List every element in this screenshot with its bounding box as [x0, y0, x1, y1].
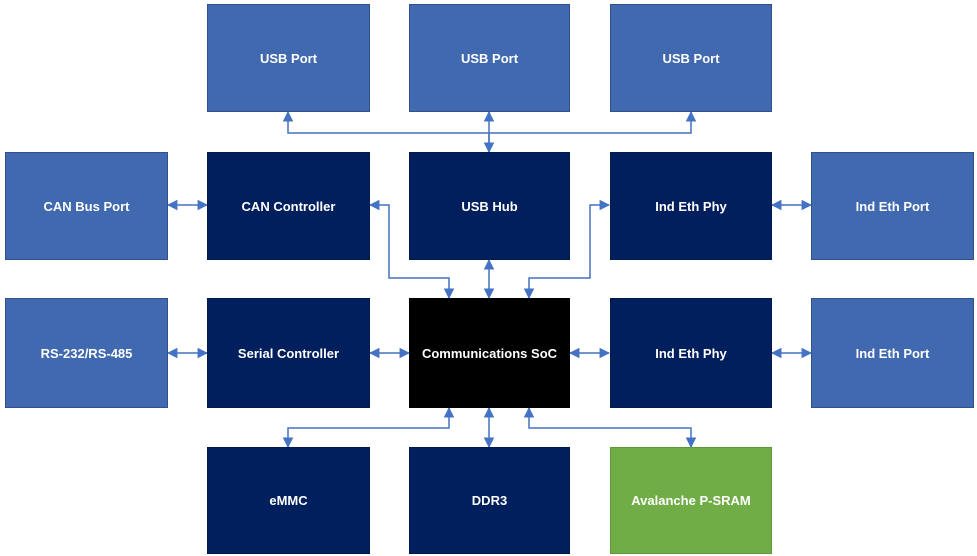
usb-port-1: USB Port [207, 4, 370, 112]
avalanche-psram-label: Avalanche P-SRAM [631, 493, 751, 508]
avalanche-psram: Avalanche P-SRAM [610, 447, 772, 554]
ind-eth-phy-2-label: Ind Eth Phy [655, 345, 727, 361]
link-soc-ethphy1 [523, 199, 611, 300]
link-usbhub-usbport-1 [282, 110, 495, 154]
usb-port-3-label: USB Port [662, 50, 720, 66]
ddr3: DDR3 [409, 447, 570, 554]
usb-hub: USB Hub [409, 152, 570, 260]
usb-port-2: USB Port [409, 4, 570, 112]
serial-controller: Serial Controller [207, 298, 370, 408]
usb-port-1-label: USB Port [259, 50, 318, 66]
ind-eth-phy-1-label: Ind Eth Phy [655, 198, 727, 214]
can-bus-port-label: CAN Bus Port [43, 198, 130, 214]
emmc: eMMC [207, 447, 370, 554]
ind-eth-phy-1: Ind Eth Phy [610, 152, 772, 260]
usb-hub-label: USB Hub [461, 198, 518, 214]
emmc-label: eMMC [269, 493, 308, 508]
link-soc-cancontroller [368, 199, 455, 300]
ind-eth-port-1: Ind Eth Port [811, 152, 974, 260]
usb-port-3: USB Port [610, 4, 772, 112]
link-soc-psram [523, 406, 697, 449]
ind-eth-phy-2: Ind Eth Phy [610, 298, 772, 408]
link-usbhub-usbport-3 [489, 110, 697, 134]
ind-eth-port-2: Ind Eth Port [811, 298, 974, 408]
usb-port-2-label: USB Port [460, 50, 519, 66]
communications-soc: Communications SoC [409, 298, 570, 408]
can-controller-label: CAN Controller [241, 198, 336, 214]
serial-controller-label: Serial Controller [237, 345, 340, 361]
rs232-rs485-label: RS-232/RS-485 [40, 345, 133, 361]
communications-soc-label: Communications SoC [421, 345, 558, 361]
link-soc-emmc [282, 406, 455, 449]
can-bus-port: CAN Bus Port [5, 152, 168, 260]
ind-eth-port-1-label: Ind Eth Port [855, 198, 930, 214]
can-controller: CAN Controller [207, 152, 370, 260]
ddr3-label: DDR3 [471, 493, 508, 508]
rs232-rs485-port: RS-232/RS-485 [5, 298, 168, 408]
ind-eth-port-2-label: Ind Eth Port [855, 345, 930, 361]
